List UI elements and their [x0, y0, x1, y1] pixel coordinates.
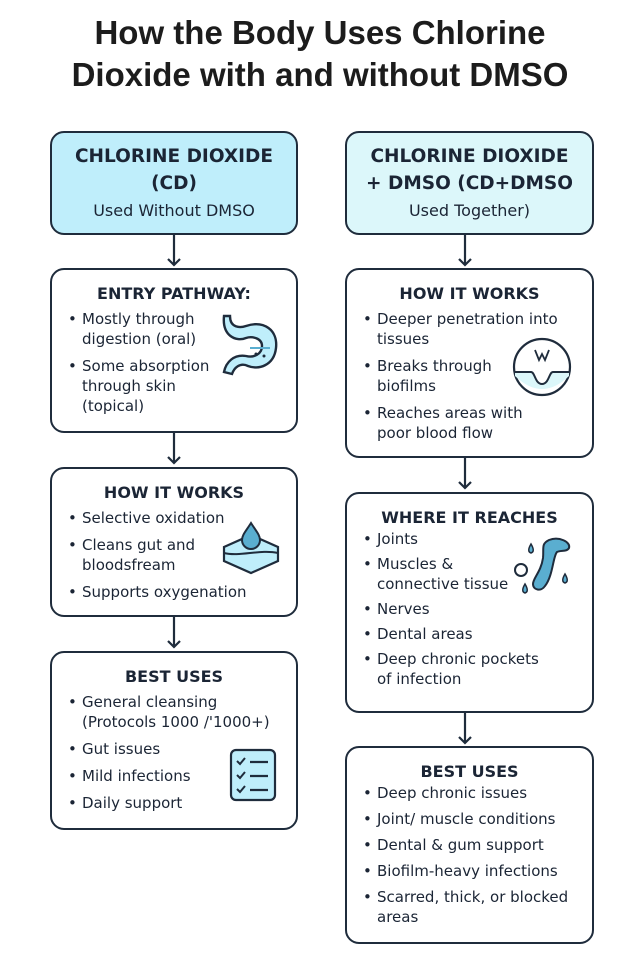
joint-bone-icon [514, 537, 571, 594]
right-reach-box: WHERE IT REACHES Joints Muscles & connec… [345, 492, 594, 713]
list-item: Cleans gut and bloodsfream [68, 535, 296, 575]
list-item: Reaches areas with poor blood flow [363, 403, 592, 443]
left-best-box: BEST USES General cleansing (Protocols 1… [50, 651, 298, 830]
left-header-line2: (CD) [151, 172, 197, 194]
right-reach-title: WHERE IT REACHES [381, 508, 558, 527]
title-line-1: How the Body Uses Chlorine [94, 14, 546, 51]
tissue-droplet-icon [222, 521, 280, 575]
arrow-down-icon [458, 712, 472, 745]
checklist-icon [229, 748, 277, 802]
list-item: Deep chronic pockets of infection [363, 649, 592, 689]
arrow-down-icon [458, 457, 472, 490]
right-header-line3: Used Together) [408, 200, 531, 220]
list-item: General cleansing (Protocols 1000 /'1000… [68, 692, 296, 732]
right-header-box: CHLORINE DIOXIDE + DMSO (CD+DMSO Used To… [345, 131, 594, 235]
list-item: Biofilm-heavy infections [363, 861, 592, 881]
right-header-line2: + DMSO (CD+DMSO [366, 172, 573, 194]
right-how-title: HOW IT WORKS [399, 284, 540, 303]
left-header-line3: Used Without DMSO [93, 200, 255, 220]
arrow-down-icon [167, 616, 181, 649]
arrow-down-icon [167, 234, 181, 267]
stomach-icon [222, 314, 278, 376]
left-header-line1: CHLORINE DIOXIDE [74, 145, 274, 167]
list-item: Selective oxidation [68, 508, 296, 528]
list-item: Supports oxygenation [68, 582, 296, 602]
title-line-2: Dioxide with and without DMSO [71, 56, 569, 93]
list-item: Dental & gum support [363, 835, 592, 855]
list-item: Dental areas [363, 624, 592, 644]
list-item: Scarred, thick, or blocked areas [363, 887, 592, 927]
list-item: Mostly through digestion (oral) [68, 309, 296, 349]
list-item: Muscles & connective tissue [363, 554, 592, 594]
arrow-down-icon [167, 432, 181, 465]
list-item: Some absorption through skin (topical) [68, 356, 296, 416]
list-item: Breaks through biofilms [363, 356, 592, 396]
right-best-title: BEST USES [420, 762, 519, 781]
left-entry-title: ENTRY PATHWAY: [97, 284, 251, 303]
list-item: Joint/ muscle conditions [363, 809, 592, 829]
arrow-down-icon [458, 234, 472, 267]
right-how-box: HOW IT WORKS Deeper penetration into tis… [345, 268, 594, 458]
left-how-title: HOW IT WORKS [103, 483, 245, 502]
right-best-box: BEST USES Deep chronic issues Joint/ mus… [345, 746, 594, 944]
list-item: Joints [363, 529, 592, 549]
right-header-line1: CHLORINE DIOXIDE [370, 145, 569, 167]
left-header-box: CHLORINE DIOXIDE (CD) Used Without DMSO [50, 131, 298, 235]
list-item: Nerves [363, 599, 592, 619]
list-item: Daily support [68, 793, 296, 813]
left-best-title: BEST USES [124, 667, 224, 686]
left-how-box: HOW IT WORKS Selective oxidation Cleans … [50, 467, 298, 617]
list-item: Deeper penetration into tissues [363, 309, 592, 349]
list-item: Gut issues [68, 739, 296, 759]
biofilm-penetration-icon [512, 337, 572, 397]
list-item: Deep chronic issues [363, 783, 592, 803]
list-item: Mild infections [68, 766, 296, 786]
left-entry-box: ENTRY PATHWAY: Mostly through digestion … [50, 268, 298, 433]
